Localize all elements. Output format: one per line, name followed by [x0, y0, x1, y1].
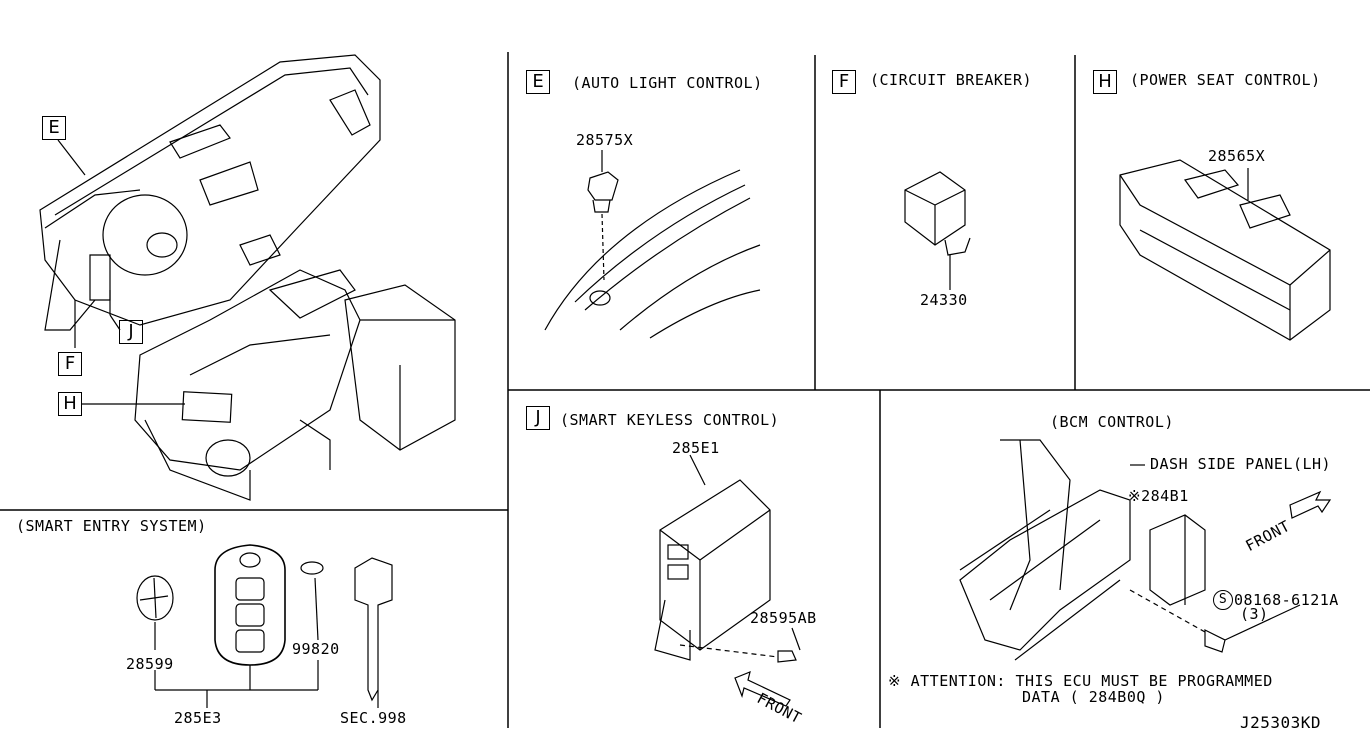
- section-j-letter: J: [526, 406, 550, 430]
- part-28595ab-label: 28595AB: [750, 609, 817, 627]
- callout-h-box: H: [58, 392, 82, 416]
- panel-dividers: [0, 52, 1370, 728]
- part-08168-6121a-label: 08168-6121A: [1234, 591, 1339, 609]
- smart-keyless-unit-drawing: [654, 454, 801, 707]
- section-h-title: (POWER SEAT CONTROL): [1130, 71, 1321, 89]
- section-e-title: (AUTO LIGHT CONTROL): [572, 74, 763, 92]
- section-f-letter: F: [832, 70, 856, 94]
- part-28575x-label: 28575X: [576, 131, 634, 149]
- bcm-title: (BCM CONTROL): [1050, 413, 1174, 431]
- dashboard-overview-drawing: [39, 54, 456, 501]
- section-j-title: (SMART KEYLESS CONTROL): [560, 411, 780, 429]
- section-e-letter: E: [526, 70, 550, 94]
- power-seat-module-drawing: [1119, 159, 1331, 341]
- bcm-drawing: [959, 439, 1332, 661]
- smart-entry-title: (SMART ENTRY SYSTEM): [16, 517, 207, 535]
- auto-light-sensor-drawing: [544, 150, 761, 339]
- smart-entry-drawings: [136, 544, 393, 708]
- dash-side-panel-label: DASH SIDE PANEL(LH): [1150, 455, 1332, 473]
- section-f-title: (CIRCUIT BREAKER): [870, 71, 1033, 89]
- bolt-qty-label: (3): [1240, 605, 1269, 623]
- key-sec998-label: SEC.998: [340, 709, 407, 727]
- part-99820-label: 99820: [292, 640, 340, 658]
- part-285e1-label: 285E1: [672, 439, 720, 457]
- callout-e-box: E: [42, 116, 66, 140]
- callout-f-box: F: [58, 352, 82, 376]
- callout-j-box: J: [119, 320, 143, 344]
- part-24330-label: 24330: [920, 291, 968, 309]
- part-28599-label: 28599: [126, 655, 174, 673]
- overview-leaders: [57, 139, 185, 405]
- attention-note-line1: ※ ATTENTION: THIS ECU MUST BE PROGRAMMED: [888, 672, 1273, 690]
- bolt-symbol: S: [1213, 590, 1233, 610]
- section-h-letter: H: [1093, 70, 1117, 94]
- circuit-breaker-drawing: [904, 171, 971, 290]
- part-284b1-label: ※284B1: [1128, 487, 1189, 505]
- part-28565x-label: 28565X: [1208, 147, 1266, 165]
- attention-note-line2: DATA ( 284B0Q ): [1022, 688, 1165, 706]
- part-285e3-label: 285E3: [174, 709, 222, 727]
- drawing-code: J25303KD: [1240, 713, 1322, 732]
